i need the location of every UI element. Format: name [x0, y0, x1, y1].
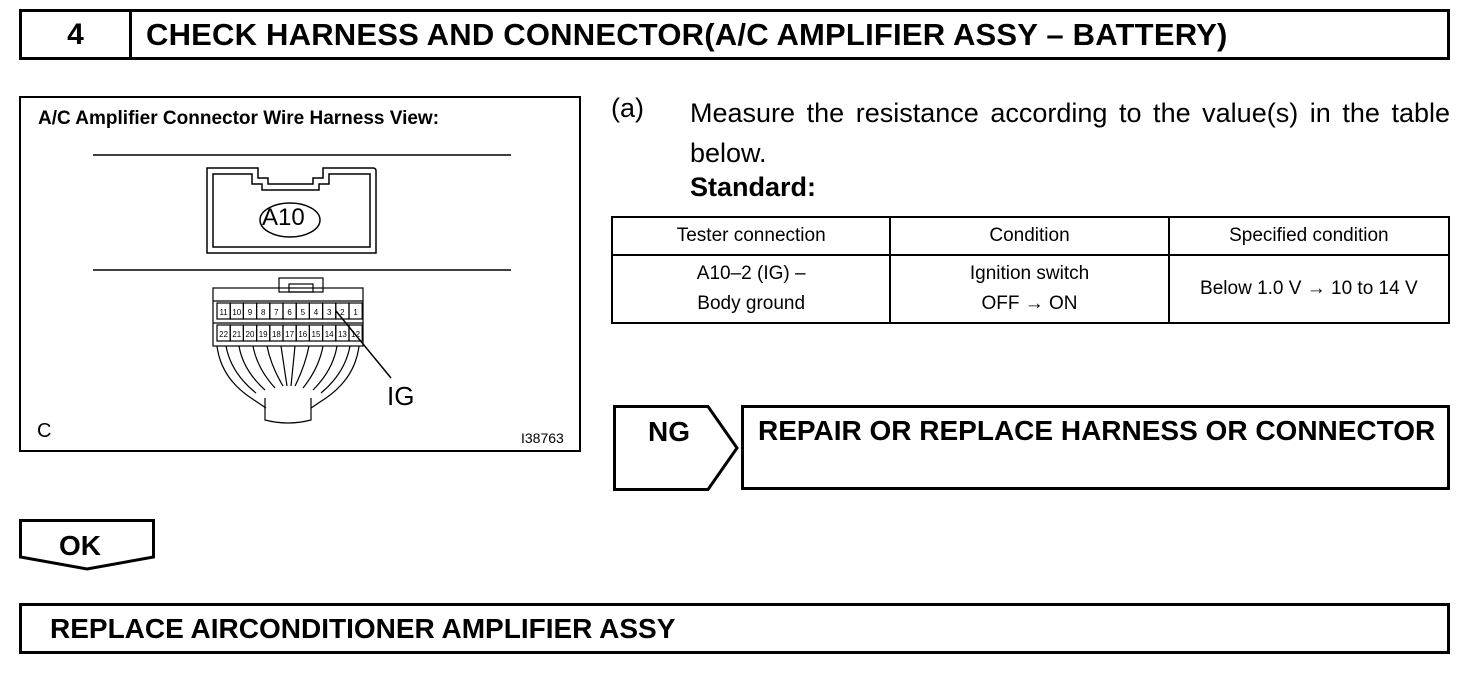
pin-number-top: 5 [301, 308, 306, 317]
ng-label: NG [648, 416, 690, 447]
pin-number-bottom: 14 [325, 330, 334, 339]
tester-line: Body ground [697, 293, 806, 314]
ng-action-text: REPAIR OR REPLACE HARNESS OR CONNECTOR [758, 415, 1436, 446]
pin-number-bottom: 20 [246, 330, 255, 339]
tester-line: A10–2 (IG) – [696, 263, 806, 284]
pin-number-bottom: 16 [298, 330, 307, 339]
table-row: A10–2 (IG) – Body ground Ignition switch… [610, 254, 1451, 324]
instruction-marker: (a) [611, 93, 644, 123]
final-action-box: REPLACE AIRCONDITIONER AMPLIFIER ASSY [19, 603, 1450, 654]
ng-action-box: REPAIR OR REPLACE HARNESS OR CONNECTOR [741, 405, 1450, 490]
tester-connection-cell: A10–2 (IG) – Body ground [610, 254, 892, 324]
pin-number-bottom: 13 [338, 330, 347, 339]
standard-label: Standard: [690, 172, 817, 202]
figure-title: A/C Amplifier Connector Wire Harness Vie… [38, 108, 440, 129]
pin-number-top: 3 [327, 308, 332, 317]
pin-number-top: 1 [353, 308, 358, 317]
condition-cell: Ignition switch OFF → ON [889, 254, 1170, 324]
table-header: Tester connection [610, 216, 892, 256]
ok-arrow-icon [19, 519, 155, 571]
ok-label: OK [59, 530, 101, 561]
pin-number-top: 9 [248, 308, 253, 317]
pin-number-top: 10 [232, 308, 241, 317]
instruction-text: Measure the resistance according to the … [690, 98, 1450, 168]
pin-number-top: 11 [219, 308, 228, 317]
table-header-row: Tester connection Condition Specified co… [610, 216, 1451, 256]
step-title: CHECK HARNESS AND CONNECTOR(A/C AMPLIFIE… [146, 16, 1228, 52]
spec-table: Tester connection Condition Specified co… [610, 216, 1451, 324]
pin-number-top: 4 [314, 308, 319, 317]
ng-arrow-icon [613, 405, 739, 491]
condition-line: Ignition switch [969, 263, 1090, 284]
table-header: Condition [889, 216, 1170, 256]
final-action-text: REPLACE AIRCONDITIONER AMPLIFIER ASSY [50, 612, 676, 644]
pin-number-bottom: 18 [272, 330, 281, 339]
step-header: 4 CHECK HARNESS AND CONNECTOR(A/C AMPLIF… [19, 9, 1450, 60]
pin-number-top: 6 [287, 308, 292, 317]
pin-number-bottom: 17 [285, 330, 294, 339]
pin-cell [348, 324, 363, 342]
pin-number-bottom: 15 [312, 330, 321, 339]
condition-line: OFF → ON [981, 293, 1078, 314]
pin-number-bottom: 19 [259, 330, 268, 339]
pin-label-ig: IG [387, 381, 415, 411]
figure-code: I38763 [521, 430, 564, 446]
pin-number-top: 2 [340, 308, 345, 317]
pin-number-bottom: 21 [232, 330, 241, 339]
connector-label: A10 [262, 204, 305, 231]
pin-number-top: 7 [274, 308, 279, 317]
pin-cell [348, 302, 363, 320]
pin-number-top: 8 [261, 308, 266, 317]
connector-front-outline [206, 167, 377, 254]
table-header: Specified condition [1167, 216, 1451, 256]
figure-corner-label: C [37, 420, 52, 442]
pin-number-bottom: 22 [219, 330, 228, 339]
step-number: 4 [22, 12, 132, 57]
specified-condition-cell: Below 1.0 V → 10 to 14 V [1167, 254, 1451, 324]
